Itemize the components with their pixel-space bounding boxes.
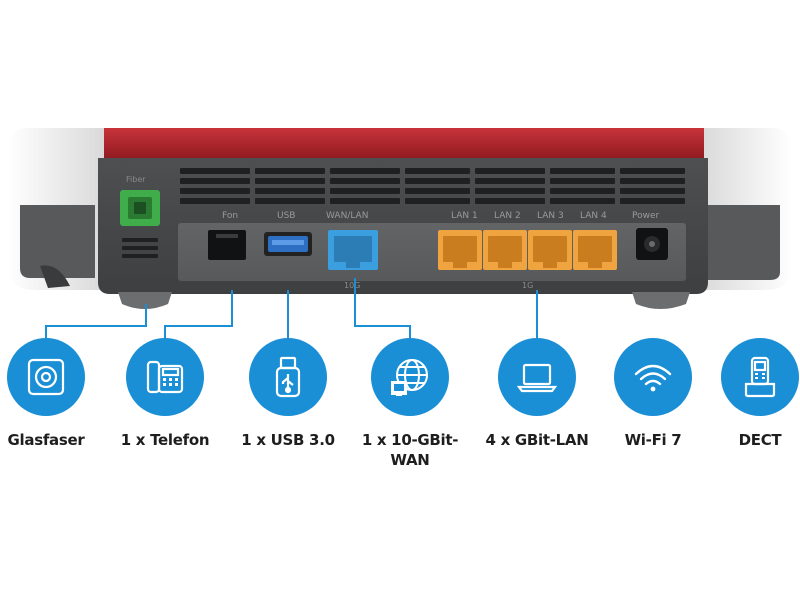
- vent-slot: [550, 168, 615, 174]
- connector-lines: [45, 278, 538, 344]
- feature-telefon: 1 x Telefon: [105, 338, 225, 450]
- fiber-socket-icon: [7, 338, 85, 416]
- vent-slot: [405, 198, 470, 204]
- lan2-label: LAN 2: [494, 211, 521, 221]
- vent-slot: [255, 168, 325, 174]
- vent-slot: [330, 178, 400, 184]
- vent-slot: [180, 178, 250, 184]
- vent-slot: [330, 188, 400, 194]
- usb-port[interactable]: [264, 232, 312, 256]
- feature-dect: DECT: [700, 338, 800, 450]
- vent-slot: [475, 168, 545, 174]
- lan-ports: [438, 230, 617, 270]
- usb-stick-icon: [249, 338, 327, 416]
- feature-label: Glasfaser: [7, 431, 85, 449]
- feature-label: 1 x 10-GBit- WAN: [361, 431, 459, 469]
- dect-phone-icon: [721, 338, 799, 416]
- vent-slot: [550, 178, 615, 184]
- usb-label: USB: [277, 211, 295, 221]
- vent-slot: [475, 188, 545, 194]
- feature-label: DECT: [738, 431, 782, 449]
- vent-slot: [330, 198, 400, 204]
- fiber-port-label: Fiber: [126, 175, 146, 184]
- fiber-port[interactable]: [120, 190, 160, 226]
- vent-slot: [550, 188, 615, 194]
- feature-wifi: Wi-Fi 7: [593, 338, 713, 450]
- router-left-cap: [8, 128, 105, 290]
- vent-slot: [475, 178, 545, 184]
- vent-slot: [620, 168, 685, 174]
- fon-label: Fon: [222, 211, 238, 221]
- vent-slot: [620, 198, 685, 204]
- vent-slot: [180, 188, 250, 194]
- power-label: Power: [632, 211, 660, 221]
- vent-slot: [180, 168, 250, 174]
- vent-slot: [405, 178, 470, 184]
- lan3-port[interactable]: [528, 230, 572, 270]
- wan-speed-label: 10G: [344, 281, 360, 290]
- vent-slot: [255, 198, 325, 204]
- feature-label: Wi-Fi 7: [624, 431, 682, 449]
- router-right-cap: [700, 128, 792, 290]
- vent-slot: [405, 188, 470, 194]
- telephone-icon: [126, 338, 204, 416]
- router-feet: [118, 292, 690, 309]
- router-red-top: [104, 128, 704, 160]
- feature-label: 1 x Telefon: [120, 431, 210, 449]
- vent-slot: [180, 198, 250, 204]
- vent-slot: [405, 168, 470, 174]
- vent-slot: [550, 198, 615, 204]
- lan4-label: LAN 4: [580, 211, 607, 221]
- feature-glasfaser: Glasfaser: [0, 338, 106, 450]
- vent-slot: [475, 198, 545, 204]
- wan-port[interactable]: [328, 230, 378, 270]
- lan1-label: LAN 1: [451, 211, 478, 221]
- vent-slot: [330, 168, 400, 174]
- lan2-port[interactable]: [483, 230, 527, 270]
- lan4-port[interactable]: [573, 230, 617, 270]
- vent-grille: [180, 168, 685, 204]
- feature-label: 4 x GBit-LAN: [485, 431, 589, 449]
- fon-port[interactable]: [208, 230, 246, 260]
- lan3-label: LAN 3: [537, 211, 564, 221]
- side-vents: [122, 238, 158, 258]
- vent-slot: [255, 178, 325, 184]
- power-port[interactable]: [636, 228, 668, 260]
- laptop-icon: [498, 338, 576, 416]
- globe-network-icon: [371, 338, 449, 416]
- vent-slot: [620, 188, 685, 194]
- feature-wan: 1 x 10-GBit- WAN: [350, 338, 470, 470]
- vent-slot: [255, 188, 325, 194]
- feature-label: 1 x USB 3.0: [241, 431, 335, 449]
- wifi-icon: [614, 338, 692, 416]
- vent-slot: [620, 178, 685, 184]
- lan-speed-label: 1G: [522, 281, 533, 290]
- lan1-port[interactable]: [438, 230, 482, 270]
- feature-lan: 4 x GBit-LAN: [477, 338, 597, 450]
- feature-usb: 1 x USB 3.0: [228, 338, 348, 450]
- wan-label: WAN/LAN: [326, 211, 368, 221]
